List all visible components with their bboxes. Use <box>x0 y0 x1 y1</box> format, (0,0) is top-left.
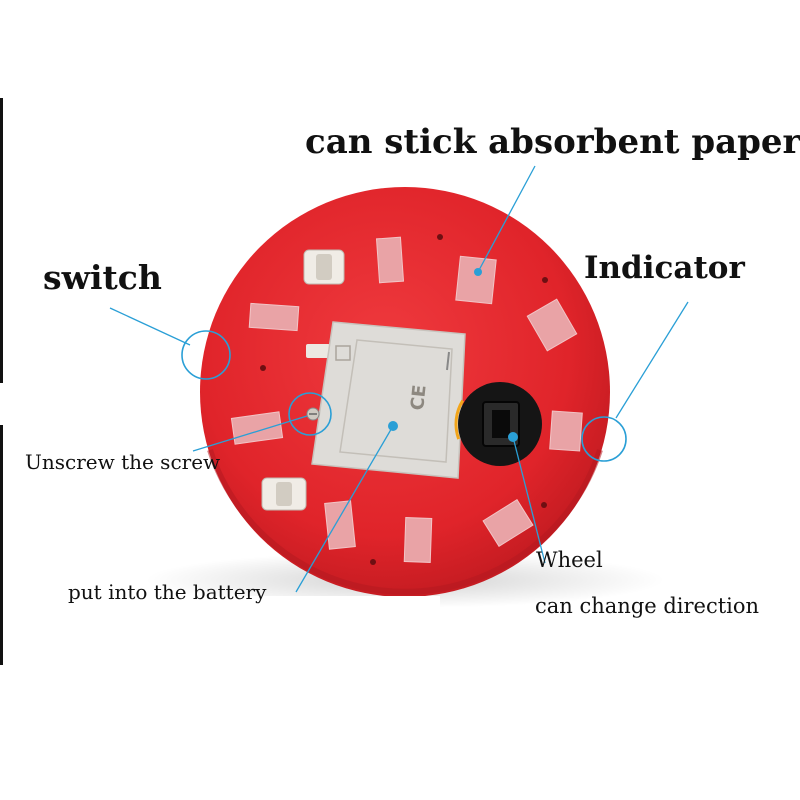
absorbent-pad <box>249 303 299 330</box>
absorbent-pad <box>325 501 356 549</box>
callout-line-switch <box>110 308 190 345</box>
absorbent-pad <box>404 518 432 563</box>
absorbent-pad <box>550 411 583 451</box>
cover-slot <box>306 344 330 358</box>
label-absorbent-paper: can stick absorbent paper <box>305 122 800 162</box>
absorbent-pad <box>376 237 403 283</box>
battery-cover: CE <box>312 322 465 478</box>
label-wheel: Wheel <box>536 548 603 572</box>
caster-icon <box>304 250 344 284</box>
battery-cover-marks: CE <box>407 384 431 412</box>
label-switch: switch <box>43 258 162 297</box>
label-battery: put into the battery <box>68 580 266 604</box>
label-unscrew: Unscrew the screw <box>25 450 220 474</box>
label-indicator: Indicator <box>584 250 745 286</box>
label-direction: can change direction <box>535 594 759 618</box>
callout-line-indicator <box>616 302 688 418</box>
absorbent-pad <box>456 256 496 304</box>
caster-icon <box>262 478 306 510</box>
screw-icon <box>307 408 319 420</box>
